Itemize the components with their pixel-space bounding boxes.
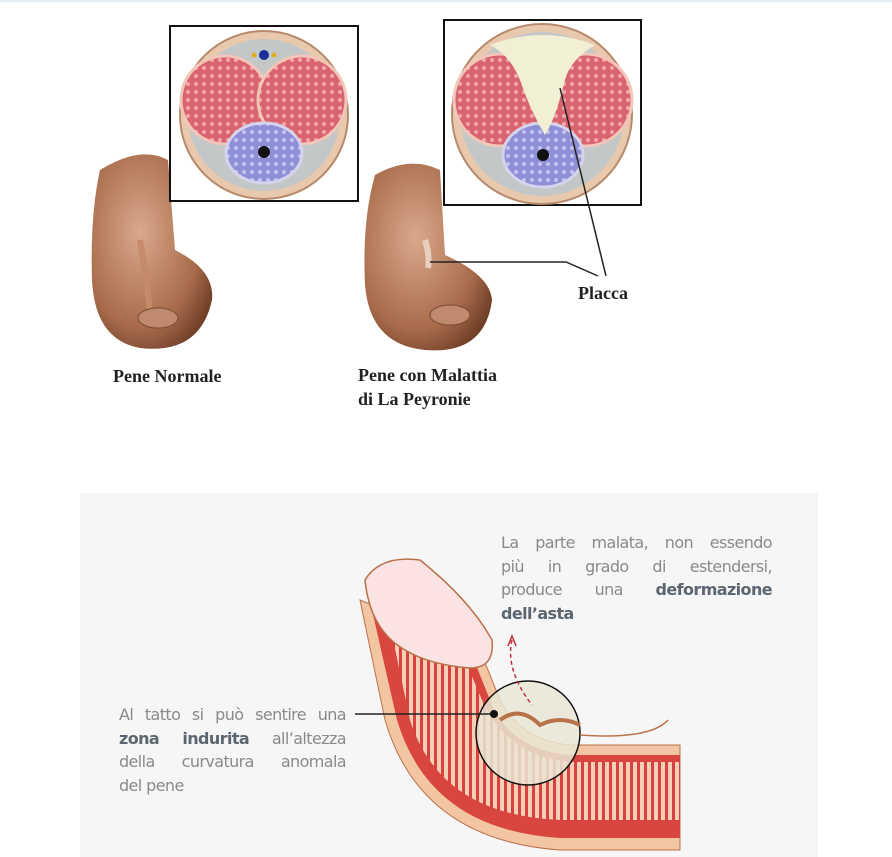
label-peyronie-line2: di La Peyronie	[358, 389, 471, 409]
caption-bold: deformazione	[655, 580, 773, 599]
caption-line: della curvatura anomala	[119, 752, 347, 771]
caption-line: Al tatto si può sentire una	[119, 705, 347, 724]
glans	[364, 558, 494, 669]
label-plaque: Placca	[578, 283, 628, 303]
label-peyronie-line1: Pene con Malattia	[358, 365, 497, 385]
caption-bold: dell’asta	[501, 603, 574, 623]
caption-line: dell’asta	[501, 602, 772, 626]
normal-penis-illustration	[91, 154, 213, 349]
caption-line: del pene	[119, 775, 184, 795]
indurated-zone-caption: Al tatto si può sentire una zona indurit…	[119, 703, 347, 797]
label-normal: Pene Normale	[113, 366, 222, 386]
peyronie-penis-illustration	[364, 163, 492, 351]
curved-penis-illustration	[355, 558, 681, 851]
plaque-area	[490, 35, 595, 135]
caption-line: più in grado di estendersi,	[501, 556, 773, 576]
deformation-caption: La parte malata, non essendo più in grad…	[501, 531, 773, 626]
placca-leader-lines	[430, 87, 607, 277]
normal-cross-section	[169, 25, 359, 202]
peyronie-cross-section	[443, 19, 642, 206]
top-border	[0, 0, 892, 2]
caption-line: zona indurita all’altezza	[119, 727, 347, 751]
caption-bold: zona indurita	[119, 728, 250, 748]
zoom-circle	[475, 680, 581, 786]
deformation-arrow	[509, 639, 533, 706]
caption-line: produce una deformazione	[501, 578, 773, 602]
caption-text: produce una	[501, 580, 623, 599]
caption-text: all’altezza	[271, 728, 347, 748]
caption-line: La parte malata, non essendo	[501, 533, 773, 552]
